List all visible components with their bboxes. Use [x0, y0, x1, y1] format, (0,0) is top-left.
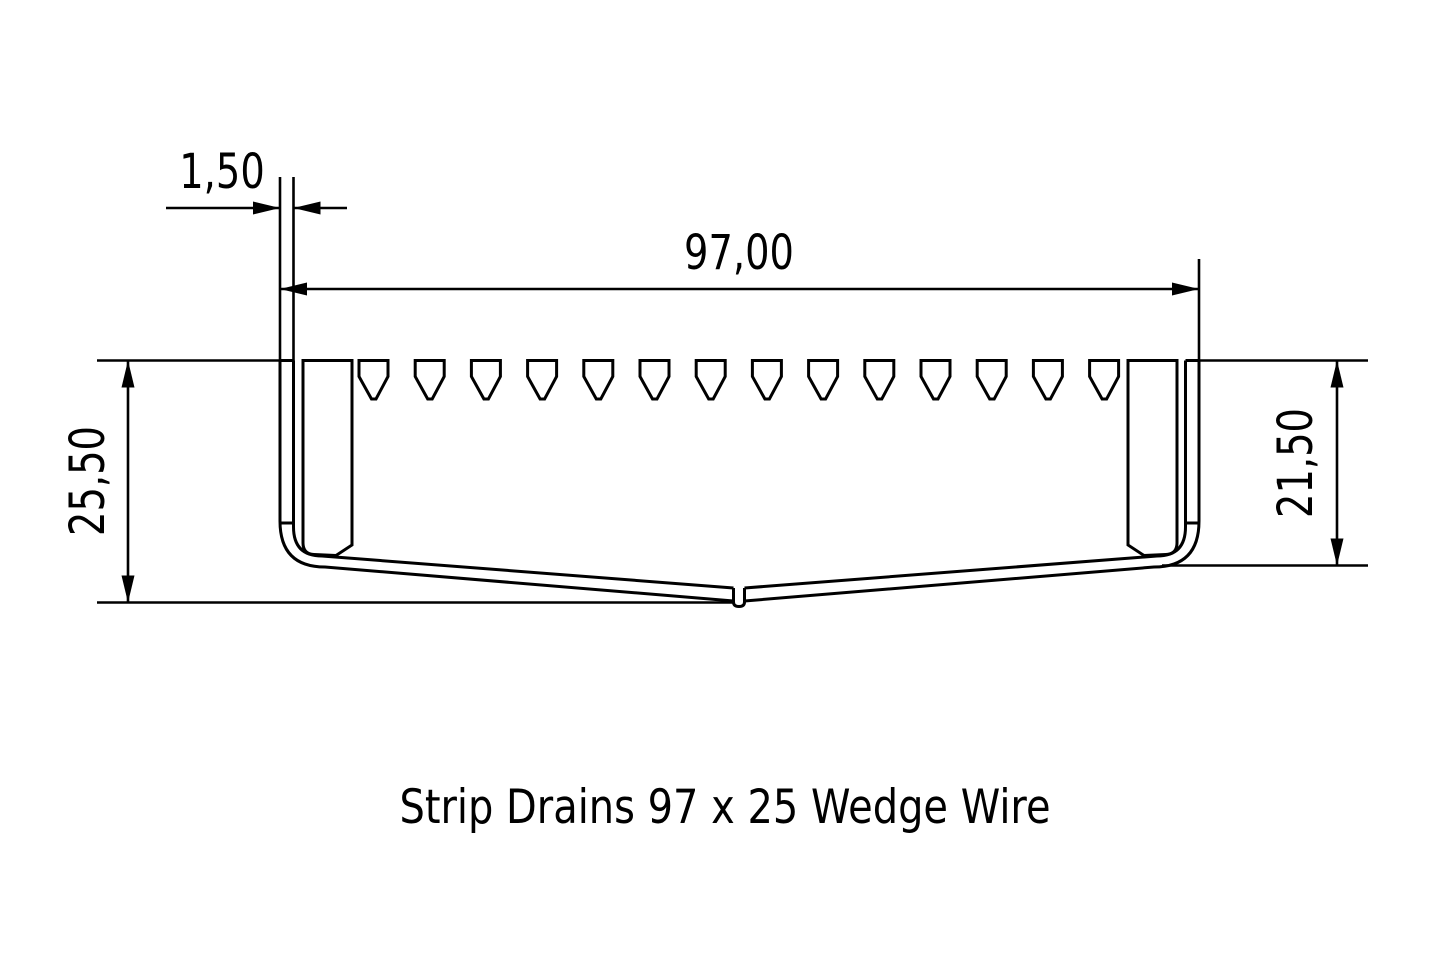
dimension-overall-width: 97,00 [280, 226, 1201, 361]
wedge-wire-profile [413, 359, 446, 401]
wedge-wire-profile [863, 359, 896, 401]
wedge-wire-profile [638, 359, 671, 401]
wedge-wire-profile [975, 359, 1008, 401]
arrowhead [280, 282, 307, 296]
left-edge-bar [301, 359, 354, 558]
left-wall-inner-line [292, 360, 734, 590]
right-wall-outer-line [744, 360, 1201, 603]
dim-label-left-height: 25,50 [61, 426, 116, 536]
wedge-wire-profile [469, 359, 502, 401]
wedge-wire-profile [526, 359, 559, 401]
dimension-wall-thickness: 1,50 [166, 145, 347, 361]
arrowhead [293, 201, 321, 215]
wedge-wire-profile [694, 359, 727, 401]
wedge-wire-profile [1031, 359, 1064, 401]
drawing-title: Strip Drains 97 x 25 Wedge Wire [399, 781, 1050, 835]
right-edge-bar [1126, 359, 1179, 558]
dim-label-overall-width: 97,00 [684, 226, 794, 281]
wedge-wire-profile [807, 359, 840, 401]
arrowhead [121, 360, 135, 388]
arrowhead [1330, 360, 1344, 388]
dim-label-wall-thickness: 1,50 [179, 145, 264, 200]
wedge-wires [357, 359, 1121, 401]
dim-label-right-height: 21,50 [1269, 408, 1324, 518]
arrowhead [1330, 538, 1344, 566]
arrowhead [121, 575, 135, 603]
profile-geometry [278, 359, 1201, 609]
wedge-wire-profile [582, 359, 615, 401]
wedge-wire-profile [750, 359, 783, 401]
wedge-wire-profile [919, 359, 952, 401]
dimension-right-height: 21,50 [1162, 359, 1368, 567]
wedge-wire-profile [357, 359, 390, 401]
arrowhead [253, 201, 280, 215]
wedge-wire-profile [1088, 359, 1121, 401]
right-wall-inner-line [744, 360, 1187, 590]
left-wall-outer-line [278, 360, 734, 603]
arrowhead [1172, 282, 1199, 296]
dimension-left-height: 25,50 [61, 359, 733, 604]
center-drip-tab [732, 588, 746, 609]
